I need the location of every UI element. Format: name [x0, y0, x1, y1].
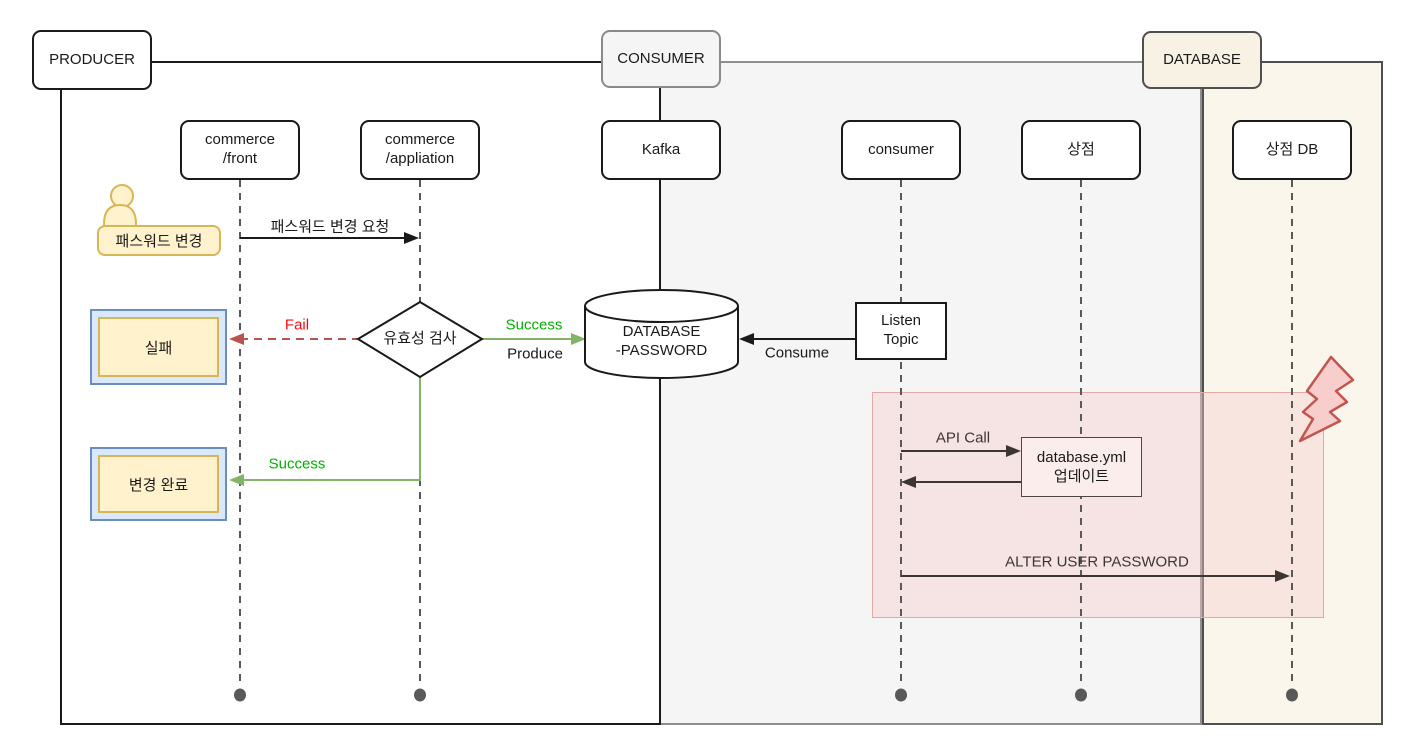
participant-consumer: consumer	[841, 120, 961, 180]
success-result-box: 변경 완료	[90, 447, 227, 521]
topic-label: DATABASE -PASSWORD	[585, 318, 738, 364]
participant-consumer-label: consumer	[868, 140, 934, 158]
participant-commerce-application: commerce /appliation	[360, 120, 480, 180]
msg-fail: Fail	[284, 316, 310, 334]
msg-success: Success	[505, 316, 563, 334]
lane-producer-label: PRODUCER	[49, 50, 135, 68]
msg-produce: Produce	[507, 345, 563, 363]
lane-header-producer: PRODUCER	[32, 30, 152, 90]
failure-highlight-zone	[872, 392, 1324, 618]
lane-header-database: DATABASE	[1142, 31, 1262, 89]
decision-label: 유효성 검사	[359, 327, 481, 351]
participant-store-db: 상점 DB	[1232, 120, 1352, 180]
participant-commerce-front-label: commerce /front	[204, 131, 275, 167]
msg-alter-password: ALTER USER PASSWORD	[1005, 553, 1189, 571]
participant-store: 상점	[1021, 120, 1141, 180]
decision-label-text: 유효성 검사	[383, 330, 457, 348]
lane-database-label: DATABASE	[1163, 50, 1241, 68]
success-result-label: 변경 완료	[128, 476, 189, 494]
actor-label-text: 패스워드 변경	[115, 233, 203, 250]
success-result-inner: 변경 완료	[98, 455, 219, 513]
yml-update-box: database.yml 업데이트	[1021, 437, 1142, 497]
msg-success-done: Success	[268, 455, 326, 473]
msg-api-call: API Call	[935, 429, 991, 447]
actor-password-change-label: 패스워드 변경	[97, 225, 221, 256]
listen-topic-box: Listen Topic	[855, 302, 947, 360]
fail-result-inner: 실패	[98, 317, 219, 377]
participant-commerce-front: commerce /front	[180, 120, 300, 180]
fail-result-label: 실패	[144, 339, 173, 357]
lane-header-consumer: CONSUMER	[601, 30, 721, 88]
topic-label-text: DATABASE -PASSWORD	[615, 322, 708, 360]
yml-update-label: database.yml 업데이트	[1036, 448, 1127, 486]
participant-store-label: 상점	[1067, 140, 1095, 158]
msg-change-request: 패스워드 변경 요청	[270, 218, 390, 236]
participant-commerce-application-label: commerce /appliation	[384, 131, 455, 167]
participant-kafka: Kafka	[601, 120, 721, 180]
participant-store-db-label: 상점 DB	[1265, 140, 1319, 158]
listen-topic-label: Listen Topic	[880, 312, 922, 348]
participant-kafka-label: Kafka	[641, 140, 681, 158]
msg-consume: Consume	[764, 344, 830, 362]
lane-consumer-label: CONSUMER	[617, 49, 705, 67]
fail-result-box: 실패	[90, 309, 227, 385]
